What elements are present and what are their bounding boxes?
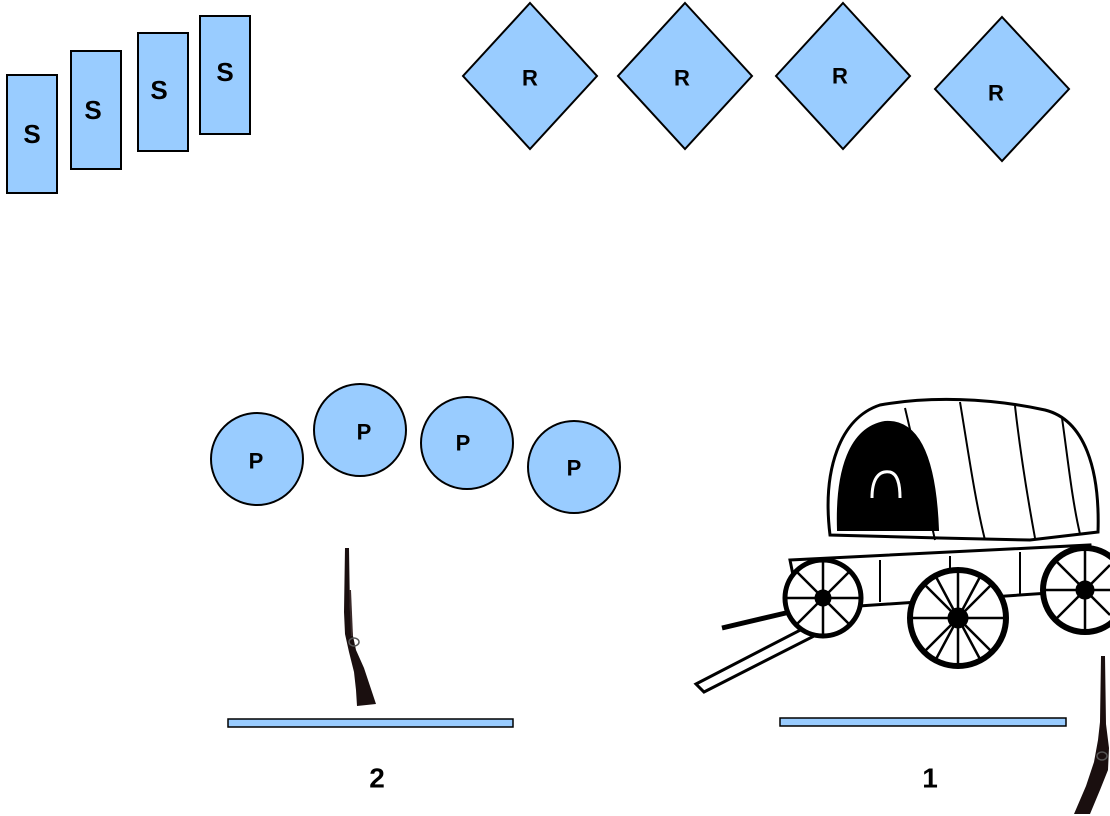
rotating-target-label: R [988, 81, 1004, 106]
steel-target-label: S [84, 95, 101, 125]
rotating-target-4: R [933, 15, 1071, 163]
steel-target-label: S [216, 57, 233, 87]
shooting-table-1 [779, 717, 1067, 727]
steel-target-4: S [199, 15, 251, 135]
rotating-target-label: R [832, 64, 848, 89]
rotating-target-2: R [616, 1, 754, 151]
station-number-2: 2 [369, 763, 385, 794]
shooting-table-2 [227, 718, 514, 728]
rotating-target-label: R [522, 66, 538, 91]
paper-target-label: P [249, 449, 264, 474]
paper-target-group: P P P P [210, 383, 621, 514]
rifle-icon [344, 548, 376, 706]
paper-target-2: P [313, 383, 407, 477]
paper-target-label: P [567, 456, 582, 481]
paper-target-1: P [210, 412, 304, 506]
rotating-target-group: R R R R [461, 1, 1071, 163]
station-number-1: 1 [922, 763, 938, 794]
station-2: 2 [227, 548, 514, 794]
rotating-target-1: R [461, 1, 599, 151]
rotating-target-3: R [774, 1, 912, 151]
rifle-icon [1074, 656, 1109, 814]
steel-target-3: S [137, 32, 189, 152]
steel-target-1: S [6, 74, 58, 194]
covered-wagon-icon [693, 397, 1110, 694]
paper-target-label: P [357, 420, 372, 445]
station-1: 1 [693, 397, 1110, 814]
steel-target-label: S [150, 75, 167, 105]
paper-target-3: P [420, 396, 514, 490]
steel-target-2: S [70, 50, 122, 170]
rotating-target-label: R [674, 66, 690, 91]
steel-target-label: S [23, 119, 40, 149]
paper-target-label: P [456, 431, 471, 456]
paper-target-4: P [527, 420, 621, 514]
steel-target-group: S S S S [6, 15, 251, 194]
